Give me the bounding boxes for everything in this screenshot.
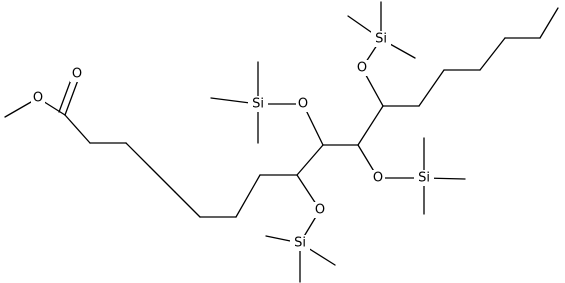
atom-labels: O O O Si O Si (31, 31, 434, 251)
svg-text:O: O (315, 203, 325, 218)
bond-c5-c6 (174, 191, 201, 218)
bond-c17-c18 (539, 7, 559, 39)
svg-text:O: O (72, 67, 82, 82)
svg-text:O: O (357, 61, 367, 76)
bond-c7-c8 (235, 174, 261, 218)
bond-c1-o-double-b (58, 76, 73, 113)
bonds (4, 1, 559, 283)
atom-si-c11: Si (414, 170, 434, 186)
atom-o-c11: O (371, 170, 385, 186)
atom-o-c9: O (313, 202, 327, 218)
bond-c1-o-double-a (64, 79, 79, 116)
bond-c9-c10 (296, 144, 324, 176)
svg-text:Si: Si (418, 171, 430, 186)
bond-c4-c5 (149, 166, 176, 193)
bond-c3-c4 (125, 142, 151, 168)
bond-c13-c14 (418, 69, 445, 107)
atom-ester-ether-o: O (31, 90, 45, 106)
atom-o-c10: O (296, 96, 310, 112)
svg-text:Si: Si (294, 236, 306, 251)
svg-text:O: O (298, 97, 308, 112)
atom-si-c9: Si (290, 235, 310, 251)
svg-text:O: O (373, 171, 383, 186)
svg-text:Si: Si (252, 97, 264, 112)
bond-c11-c12 (357, 105, 384, 146)
svg-text:O: O (33, 91, 43, 106)
atom-o-c12: O (355, 60, 369, 76)
bond-c15-c16 (479, 37, 506, 71)
atom-ester-carbonyl-o: O (70, 66, 84, 82)
atom-si-c12: Si (371, 31, 391, 47)
bond-c1-c2 (64, 114, 91, 144)
svg-text:Si: Si (375, 32, 387, 47)
atom-si-c10: Si (248, 96, 268, 112)
